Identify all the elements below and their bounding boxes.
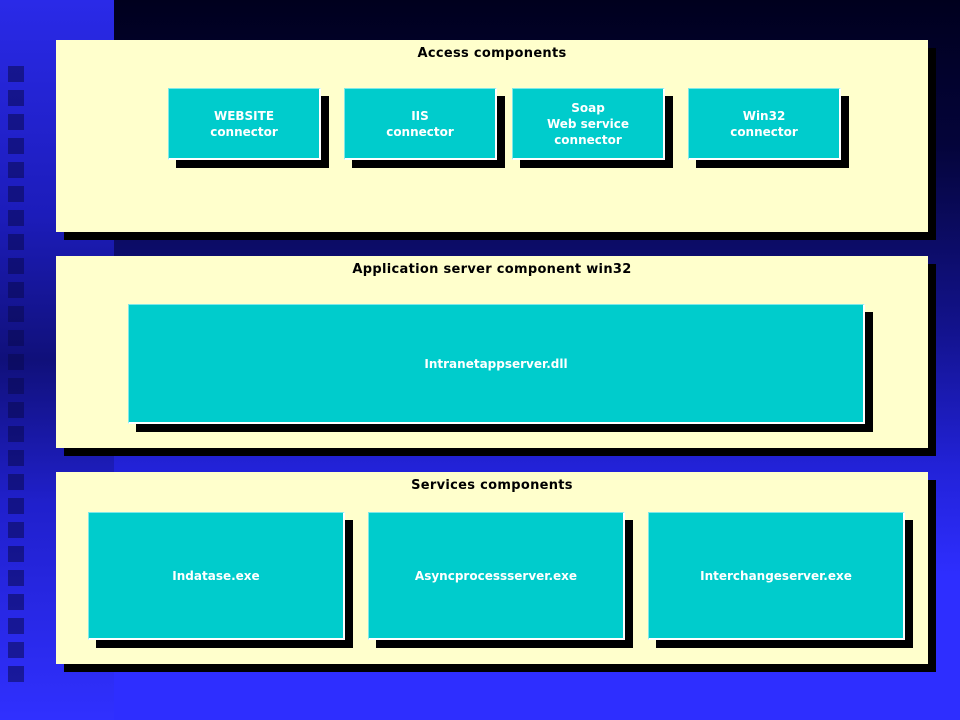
component-label: WEBSITE connector — [210, 108, 278, 139]
website-connector-box: WEBSITE connector — [168, 88, 321, 160]
win32-connector-box: Win32 connector — [688, 88, 841, 160]
access-components-layer: Access components WEBSITE connector IIS … — [56, 40, 928, 232]
application-server-layer: Application server component win32 Intra… — [56, 256, 928, 448]
layer-title: Access components — [417, 46, 567, 61]
layer-title: Services components — [411, 478, 573, 493]
component-label: Asyncprocessserver.exe — [414, 568, 578, 583]
interchangeserver-box: Interchangeserver.exe — [648, 512, 905, 640]
soap-web-service-connector-box: Soap Web service connector — [512, 88, 665, 160]
decorative-squares — [8, 66, 24, 690]
iis-connector-box: IIS connector — [344, 88, 497, 160]
indatase-box: Indatase.exe — [88, 512, 345, 640]
component-label: Indatase.exe — [172, 568, 260, 583]
component-label: Win32 connector — [730, 108, 798, 139]
component-label: IIS connector — [386, 108, 454, 139]
layer-title: Application server component win32 — [352, 262, 632, 277]
component-label: Intranetappserver.dll — [424, 356, 568, 371]
services-components-layer: Services components Indatase.exe Asyncpr… — [56, 472, 928, 664]
component-label: Interchangeserver.exe — [700, 568, 852, 583]
intranetappserver-box: Intranetappserver.dll — [128, 304, 865, 424]
asyncprocessserver-box: Asyncprocessserver.exe — [368, 512, 625, 640]
component-label: Soap Web service connector — [546, 100, 630, 147]
